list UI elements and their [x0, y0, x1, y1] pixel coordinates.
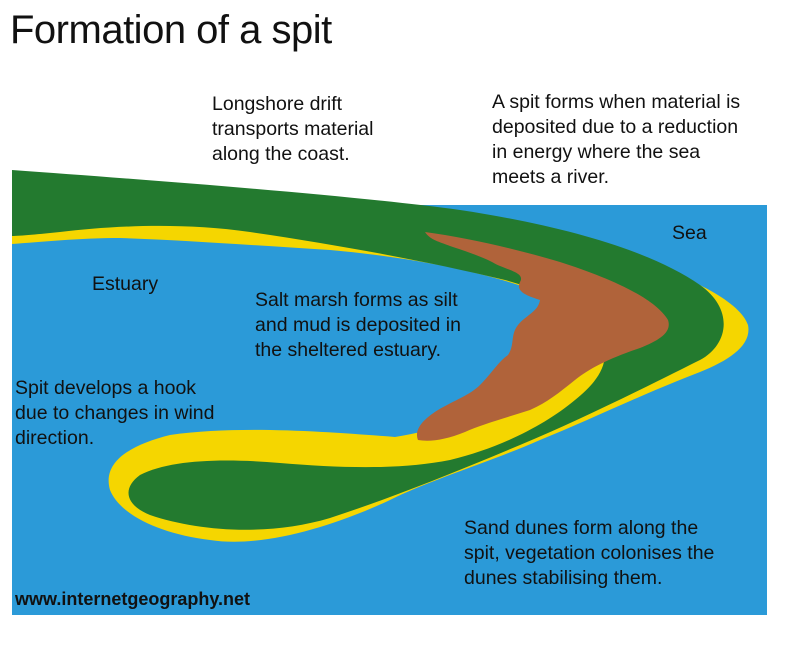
longshore-drift-text: Longshore drift transports material alon… [212, 93, 374, 165]
source-credit: www.internetgeography.net [15, 589, 251, 609]
salt-marsh-text: Salt marsh forms as silt and mud is depo… [255, 289, 461, 361]
hook-text: Spit develops a hook due to changes in w… [15, 377, 215, 449]
spit-forms-text: A spit forms when material is deposited … [492, 91, 741, 188]
page-title: Formation of a spit [10, 8, 332, 52]
salt-marsh [416, 232, 669, 441]
estuary-label: Estuary [92, 273, 159, 295]
sand-dunes-text: Sand dunes form along the spit, vegetati… [464, 517, 715, 589]
sea-label: Sea [672, 222, 707, 244]
